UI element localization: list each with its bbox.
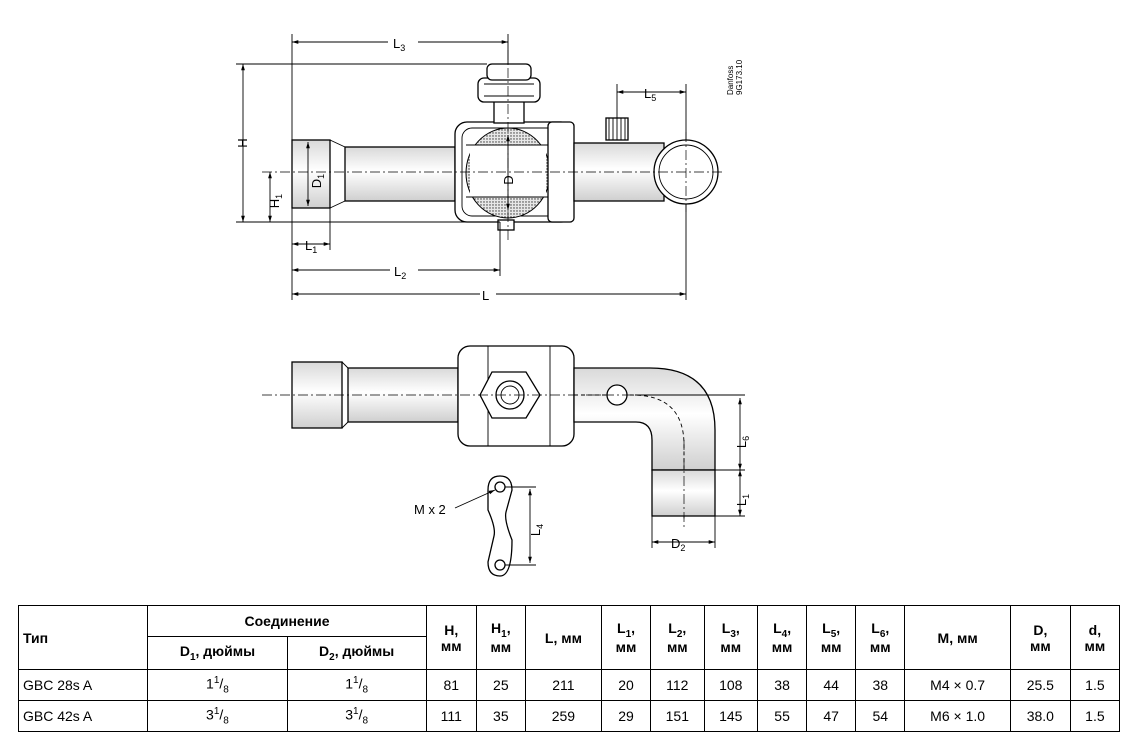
header-H1: H1,мм: [475, 605, 526, 670]
cell-L5: 44: [806, 669, 857, 701]
cell-L5: 47: [806, 700, 857, 732]
cell-L6: 54: [855, 700, 906, 732]
cell-D: 25.5: [1009, 669, 1071, 701]
header-M: M, мм: [904, 605, 1011, 670]
table-row: GBC 28s A 11/8 11/8 81 25 211 20 112 108…: [17, 669, 1121, 701]
cell-d: 1.5: [1069, 700, 1121, 732]
label-D2: D2: [671, 536, 685, 553]
table-row: GBC 42s A 31/8 31/8 111 35 259 29 151 14…: [17, 700, 1121, 732]
technical-drawing: D D1 H H1 L3 L5 L1: [235, 34, 751, 577]
header-L1: L1,мм: [600, 605, 652, 670]
plan-elbow-socket: [651, 469, 716, 517]
specification-table: Тип Соединение H,мм H1,мм L, мм L1,мм L2…: [17, 605, 1121, 732]
cell-L2: 112: [650, 669, 705, 701]
header-L6: L6,мм: [855, 605, 906, 670]
spindle: [493, 98, 525, 124]
label-H: H: [235, 138, 250, 147]
cell-M: M4 × 0.7: [904, 669, 1011, 701]
label-L1-plan: L1: [734, 494, 751, 506]
header-L: L, мм: [524, 605, 602, 670]
cell-M: M6 × 1.0: [904, 700, 1011, 732]
side-elevation-view: D D1 H H1 L3 L5 L1: [235, 34, 744, 303]
cell-L6: 38: [855, 669, 906, 701]
cell-L2: 151: [650, 700, 705, 732]
label-D: D: [501, 175, 516, 184]
label-L5: L5: [644, 86, 656, 103]
header-D1: D1, дюймы: [147, 636, 288, 670]
label-L2: L2: [394, 264, 406, 281]
cell-H: 111: [425, 700, 477, 732]
cell-L4: 55: [757, 700, 808, 732]
cell-d: 1.5: [1069, 669, 1121, 701]
header-d: d,мм: [1069, 605, 1121, 670]
label-H1: H1: [267, 194, 284, 208]
mounting-bracket: [487, 475, 513, 577]
plan-view: L6 L1 D2 L4 M x 2: [262, 345, 751, 577]
cell-L: 259: [524, 700, 602, 732]
cell-L: 211: [524, 669, 602, 701]
header-L4: L4,мм: [757, 605, 808, 670]
cell-H1: 35: [475, 700, 526, 732]
cell-type: GBC 28s A: [17, 669, 149, 701]
cell-d1: 11/8: [147, 669, 288, 701]
header-connection: Соединение: [147, 605, 427, 637]
cell-d2: 11/8: [286, 669, 427, 701]
label-D1: D1: [309, 174, 326, 188]
cell-type: GBC 42s A: [17, 700, 149, 732]
label-L3: L3: [393, 36, 405, 53]
header-L5: L5,мм: [806, 605, 857, 670]
cell-d2: 31/8: [286, 700, 427, 732]
left-pipe: [344, 146, 456, 202]
cell-D: 38.0: [1009, 700, 1071, 732]
plan-elbow-pipe: [573, 367, 716, 471]
spindle-cap: [486, 63, 532, 81]
label-mx2: M x 2: [414, 502, 446, 517]
header-type: Тип: [17, 605, 149, 670]
label-L1: L1: [305, 238, 317, 255]
cell-d1: 31/8: [147, 700, 288, 732]
label-L6: L6: [734, 436, 751, 448]
cell-L3: 108: [703, 669, 759, 701]
header-H: H,мм: [425, 605, 477, 670]
header-D: D,мм: [1009, 605, 1071, 670]
left-socket: [291, 139, 331, 209]
cell-L4: 38: [757, 669, 808, 701]
cell-H1: 25: [475, 669, 526, 701]
cell-H: 81: [425, 669, 477, 701]
brand-text: Danfoss: [726, 66, 735, 95]
spindle-cap-nut: [477, 77, 541, 103]
header-L2: L2,мм: [650, 605, 705, 670]
drawing-code: 9G173.10: [735, 59, 744, 95]
cell-L1: 20: [600, 669, 652, 701]
header-D2: D2, дюймы: [286, 636, 427, 670]
header-L3: L3,мм: [703, 605, 759, 670]
cell-L1: 29: [600, 700, 652, 732]
label-L: L: [482, 288, 489, 303]
label-L4: L4: [528, 524, 545, 536]
cell-L3: 145: [703, 700, 759, 732]
